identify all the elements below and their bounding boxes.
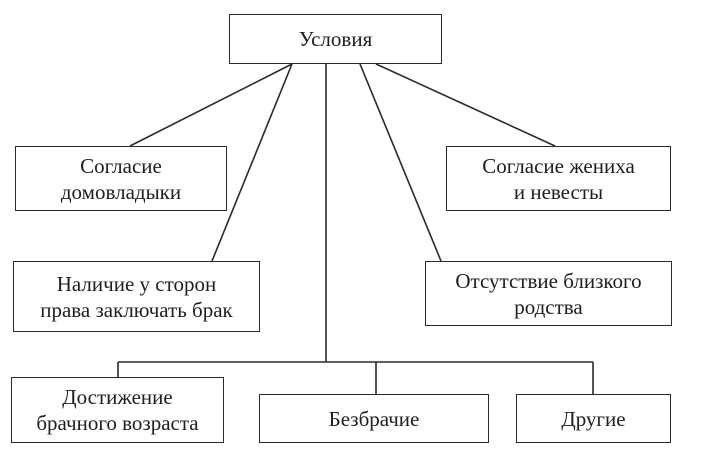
node-label: Достижение брачного возраста: [36, 385, 199, 435]
node-celibacy: Безбрачие: [259, 394, 489, 443]
node-consent-bride-groom: Согласие жениха и невесты: [446, 146, 671, 211]
node-right-to-marry: Наличие у сторон права заключать брак: [13, 261, 260, 332]
edge-root-consent-couple: [375, 63, 556, 147]
node-no-close-kinship: Отсутствие близкого родства: [425, 261, 672, 326]
root-node-conditions: Условия: [229, 14, 442, 64]
node-label: Другие: [561, 406, 626, 431]
node-label: Безбрачие: [328, 406, 420, 431]
edge-root-consent-head: [129, 63, 293, 147]
node-label: Наличие у сторон права заключать брак: [40, 271, 233, 322]
root-label: Условия: [298, 27, 373, 51]
node-label: Согласие домовладыки: [60, 153, 182, 204]
node-label: Согласие жениха и невесты: [482, 153, 635, 204]
node-label: Отсутствие близкого родства: [455, 268, 642, 319]
edge-root-capacity: [211, 63, 293, 262]
edge-root-no-kinship: [359, 63, 442, 262]
node-other: Другие: [516, 394, 671, 443]
node-consent-householder: Согласие домовладыки: [15, 146, 227, 211]
node-marriage-age: Достижение брачного возраста: [11, 377, 224, 443]
